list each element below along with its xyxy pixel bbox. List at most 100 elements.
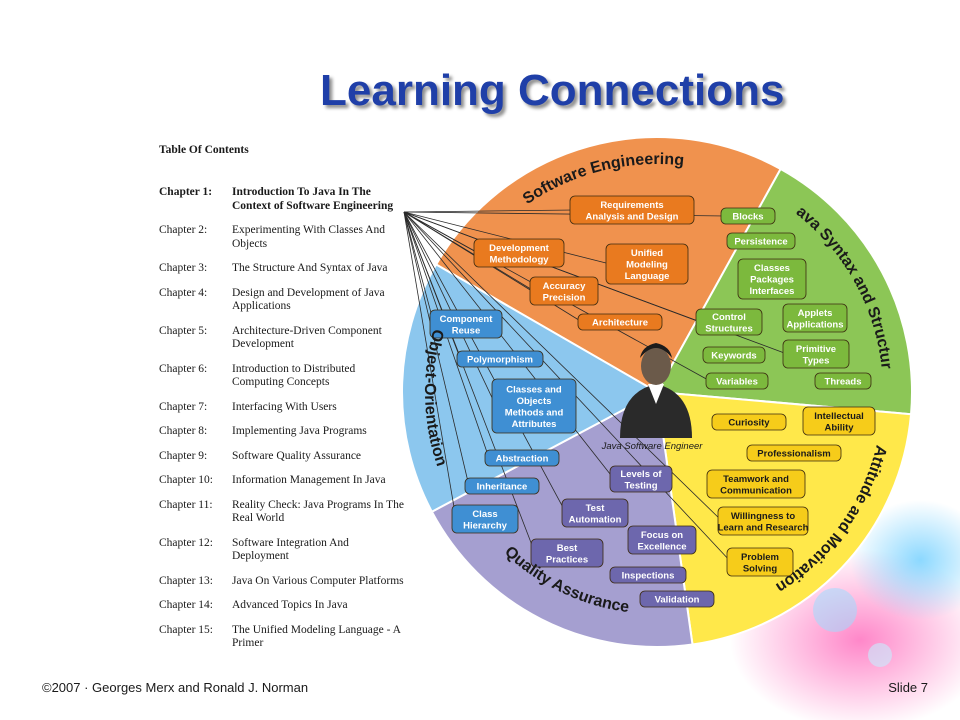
toc-heading: Table Of Contents <box>159 144 249 156</box>
concept-pill-box <box>529 276 599 306</box>
toc-chapter-row: Chapter 15: The Unified Modeling Language… <box>159 624 409 651</box>
toc-chapter-number: Chapter 15: <box>159 623 213 636</box>
concept-pill-box <box>609 566 687 584</box>
concept-pill: Keywords <box>702 346 766 364</box>
toc-chapter-row: Chapter 5: Architecture-Driven Component … <box>159 325 409 352</box>
toc-chapter-number: Chapter 11: <box>159 498 213 511</box>
connector-line <box>403 211 435 325</box>
toc-chapter-row: Chapter 13:Java On Various Computer Plat… <box>159 575 409 589</box>
concept-pill-box <box>464 477 540 495</box>
concept-pill-box <box>491 378 577 434</box>
table-of-contents: Table Of Contents Chapter 1:Introduction… <box>159 144 409 662</box>
concept-pill-box <box>473 238 565 268</box>
toc-chapter-number: Chapter 14: <box>159 599 213 611</box>
concept-pill-label: Variables <box>716 377 758 388</box>
concept-pill: Inheritance <box>464 477 540 495</box>
toc-chapter-number: Chapter 1: <box>159 186 213 198</box>
toc-chapter-title: Information Management In Java <box>232 474 386 486</box>
concept-pill-box <box>726 232 796 250</box>
toc-chapter-row: Chapter 7:Interfacing With Users <box>159 401 409 415</box>
concept-pill-label: Keywords <box>711 351 756 362</box>
connector-line <box>403 211 470 487</box>
toc-chapter-title: The Unified Modeling Language - A Primer <box>232 623 401 650</box>
toc-chapter-title: Software Quality Assurance <box>232 449 362 462</box>
concept-pill-label: Curiosity <box>728 418 770 429</box>
toc-chapter-row: Chapter 9:Software Quality Assurance <box>159 450 409 464</box>
concept-pill-box <box>717 506 809 536</box>
toc-chapter-row: Chapter 4:Design and Development of Java… <box>159 287 409 314</box>
toc-chapter-row: Chapter 11:Reality Check: Java Programs … <box>159 499 409 526</box>
toc-chapter-title: Software Integration And Deployment <box>232 536 349 563</box>
concept-pill-box <box>609 465 673 493</box>
connector-line <box>403 209 575 213</box>
concept-pill-box <box>705 372 769 390</box>
toc-chapter-number: Chapter 8: <box>159 425 208 437</box>
concept-pill-box <box>456 350 544 368</box>
center-caption: Java Software Engineer <box>601 441 704 452</box>
connector-line <box>403 211 497 407</box>
concept-pill-box <box>605 243 689 285</box>
engineer-figure-icon <box>620 343 692 438</box>
toc-chapter-title: Architecture-Driven Component Developmen… <box>232 324 382 351</box>
concept-pill-box <box>429 309 503 339</box>
concept-pill: Persistence <box>726 232 796 250</box>
concept-pill-label: Polymorphism <box>467 355 533 366</box>
concept-pill-box <box>711 413 787 431</box>
toc-chapter-number: Chapter 13: <box>159 574 213 587</box>
toc-chapter-number: Chapter 5: <box>159 324 208 337</box>
concept-pill-box <box>814 372 872 390</box>
toc-chapter-row: Chapter 1:Introduction To Java In The Co… <box>159 186 409 213</box>
concept-pill: Inspections <box>609 566 687 584</box>
toc-chapter-number: Chapter 7: <box>159 400 208 413</box>
concept-pill-box <box>451 504 519 534</box>
concept-pill-label: Threads <box>825 377 862 388</box>
concept-pill-label: Inheritance <box>477 482 528 493</box>
concept-pill-box <box>782 339 850 369</box>
toc-chapter-row: Chapter 6:Introduction to Distributed Co… <box>159 363 409 390</box>
concept-pill: Curiosity <box>711 413 787 431</box>
concept-pill-label: Persistence <box>734 237 787 248</box>
toc-chapter-row: Chapter 10:Information Management In Jav… <box>159 474 409 488</box>
connector-line <box>403 211 457 520</box>
concept-pill: Validation <box>639 590 715 608</box>
concept-pill-box <box>746 444 842 462</box>
toc-chapter-title: Implementing Java Programs <box>232 425 367 437</box>
concept-pill: Professionalism <box>746 444 842 462</box>
connector-line <box>403 211 615 480</box>
toc-chapter-number: Chapter 4: <box>159 286 208 299</box>
concept-pill: Blocks <box>720 207 776 225</box>
concept-pill-label: Professionalism <box>757 449 830 460</box>
concept-pill-box <box>726 547 794 577</box>
toc-chapter-title: Advanced Topics In Java <box>232 599 348 611</box>
concept-pill-label: Inspections <box>622 571 675 582</box>
concept-pill-box <box>569 195 695 225</box>
concept-pill-label: Validation <box>655 595 700 606</box>
toc-chapter-row: Chapter 2:Experimenting With Classes And… <box>159 224 409 251</box>
toc-chapter-number: Chapter 3: <box>159 262 208 274</box>
toc-chapter-number: Chapter 2: <box>159 224 208 236</box>
